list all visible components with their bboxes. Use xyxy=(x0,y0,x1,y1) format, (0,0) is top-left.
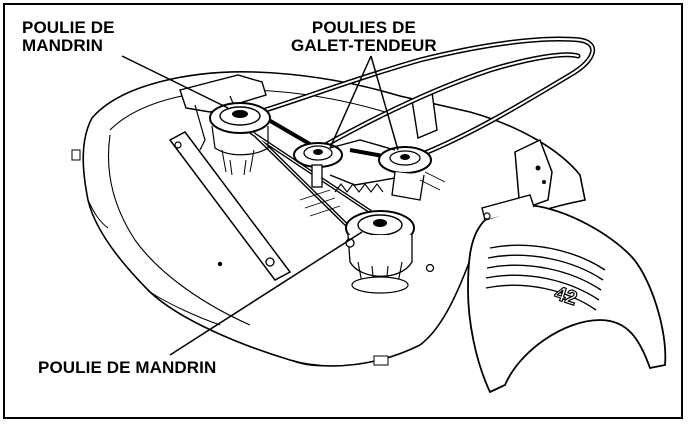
label-spindle-pulley-top: POULIE DE MANDRIN xyxy=(22,19,115,55)
idler-pulley-left xyxy=(293,142,343,188)
drive-belt-inner xyxy=(319,53,579,149)
deck-bolt-slot xyxy=(373,355,389,366)
leader-line-idler-right xyxy=(370,55,399,151)
deck-shell xyxy=(82,71,586,367)
bracket-hole xyxy=(535,165,541,171)
deck-bolt-slot xyxy=(71,149,81,161)
drive-belt xyxy=(239,38,594,156)
tension-spring xyxy=(334,183,384,193)
spindle-pulley-top xyxy=(209,102,271,176)
label-idler-pulleys: POULIES DE GALET-TENDEUR xyxy=(291,19,437,55)
leader-line-idler-left xyxy=(329,55,372,149)
hanger-bracket xyxy=(168,131,292,281)
label-spindle-pulley-bottom: POULIE DE MANDRIN xyxy=(38,358,217,377)
deck-edge-lip xyxy=(87,199,323,367)
deck-bolt xyxy=(425,263,435,273)
bracket-bolt xyxy=(265,257,275,267)
label-line: POULIE DE xyxy=(22,18,115,37)
chute-ribs xyxy=(485,244,606,311)
deck-hole xyxy=(217,261,223,267)
label-line: POULIES DE xyxy=(311,18,416,37)
label-line: MANDRIN xyxy=(22,36,103,55)
label-line: GALET-TENDEUR xyxy=(291,36,437,55)
hanger-bracket-plate xyxy=(179,74,267,113)
idler-arm xyxy=(329,139,396,186)
deck-bolt xyxy=(483,212,491,220)
idler-pulley-right xyxy=(378,146,432,201)
bracket-bolt xyxy=(174,141,182,149)
spindle-pulley-bottom xyxy=(345,210,415,294)
chute-mount xyxy=(481,194,535,221)
leader-line-spindle-bottom xyxy=(169,231,363,356)
leader-line-spindle-top xyxy=(121,55,229,109)
spring-hatch xyxy=(299,171,446,217)
bracket-hole xyxy=(542,180,546,184)
discharge-chute xyxy=(467,204,667,394)
